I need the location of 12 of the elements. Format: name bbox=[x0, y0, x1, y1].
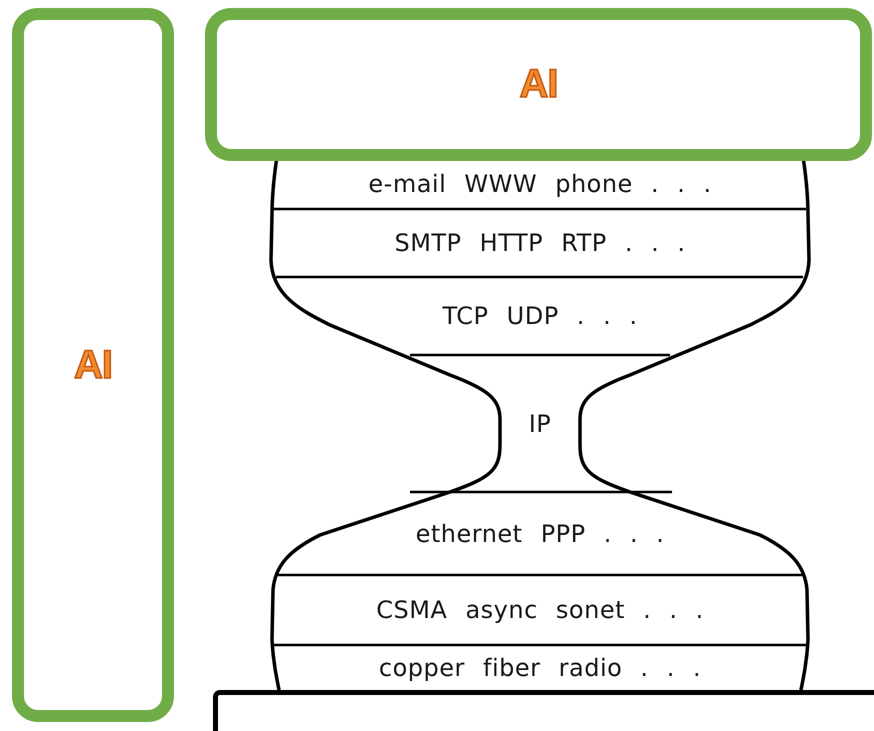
protocol-layer: IP bbox=[505, 357, 575, 490]
panel-label: AI bbox=[74, 342, 112, 388]
protocol-layer: e-mail WWW phone . . . bbox=[285, 161, 795, 207]
protocol-layer: ethernet PPP . . . bbox=[300, 494, 780, 573]
panel-label: AI bbox=[520, 62, 558, 107]
protocol-layer: CSMA async sonet . . . bbox=[282, 577, 798, 643]
rounded-panel bbox=[12, 8, 174, 722]
empty-box bbox=[213, 690, 874, 731]
protocol-layer: copper fiber radio . . . bbox=[282, 647, 798, 689]
rounded-panel bbox=[205, 8, 872, 161]
protocol-layer: TCP UDP . . . bbox=[300, 279, 780, 353]
protocol-layer: SMTP HTTP RTP . . . bbox=[285, 211, 795, 275]
